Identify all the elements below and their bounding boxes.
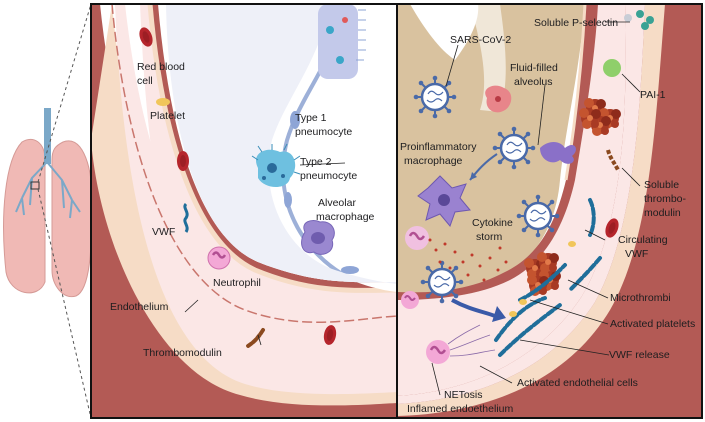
neutrophil-cell [207,246,231,270]
zoom-line-top [37,3,92,183]
label-neutrophil: Neutrophil [213,277,261,289]
label-cytokine-2: storm [476,231,503,243]
label-fluid-alveolus-1: Fluid-filled [510,62,558,74]
label-type1-2: pneumocyte [295,126,352,138]
right-panel-illustration [397,4,702,418]
label-soluble-tm-1: Soluble [644,179,679,191]
label-type2-1: Type 2 [300,156,332,168]
left-panel-illustration [91,4,397,418]
label-type1-1: Type 1 [295,112,327,124]
label-platelet: Platelet [150,110,185,122]
pai1-molecule [603,59,621,77]
label-netosis: NETosis [444,389,483,401]
label-microthrombi: Microthrombi [610,292,671,304]
label-alveolar-macrophage-1: Alveolar [318,197,356,209]
leader-lines [184,21,641,396]
label-soluble-tm-3: modulin [644,207,681,219]
type2-pneumocyte-cell [251,143,301,187]
label-endothelium: Endothelium [110,301,169,313]
label-fluid-alveolus-2: alveolus [514,76,553,88]
label-red-blood-cell-1: Red blood [137,61,185,73]
lungs-icon [3,108,93,298]
label-circulating-vwf-2: VWF [625,248,648,260]
label-thrombomodulin: Thrombomodulin [143,347,222,359]
label-vwf-left: VWF [152,226,175,238]
label-soluble-tm-2: thrombo- [644,193,687,205]
label-cytokine-1: Cytokine [472,217,513,229]
label-alveolar-macrophage-2: macrophage [316,211,375,223]
proinflammatory-macrophage-cell [417,175,471,227]
label-sars-cov-2: SARS-CoV-2 [450,34,511,46]
platelet-cell [156,98,170,106]
label-red-blood-cell-2: cell [137,75,153,87]
thrombomodulin-molecule [246,328,265,348]
label-pai1: PAI-1 [640,89,666,101]
vwf-strand [183,202,189,233]
label-soluble-pselectin: Soluble P-selectin [534,17,618,29]
label-activated-endothelial: Activated endothelial cells [517,377,638,389]
label-type2-2: pneumocyte [300,170,357,182]
label-circulating-vwf-1: Circulating [618,234,668,246]
label-vwf-release: VWF release [609,349,670,361]
soluble-pselectin-molecules [624,10,654,30]
label-activated-platelets: Activated platelets [610,318,695,330]
label-proinflammatory-1: Proinflammatory [400,141,477,153]
label-proinflammatory-2: macrophage [404,155,463,167]
label-inflamed-endothelium: Inflamed endoethelium [407,403,513,415]
alveolar-macrophage-cell [301,219,335,255]
